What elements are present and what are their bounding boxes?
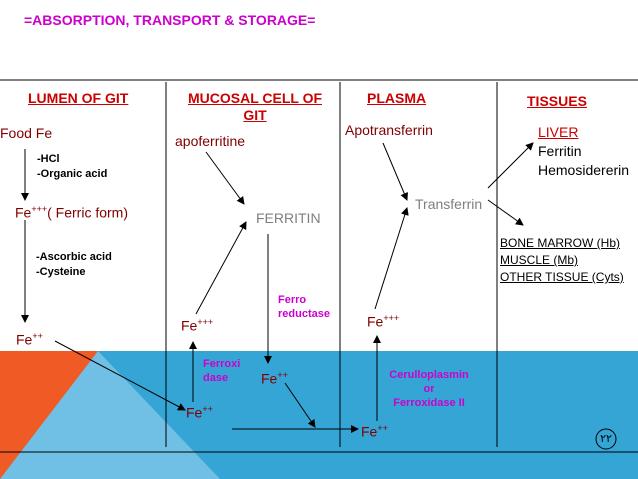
- plasma-fe2-sup: ++: [377, 423, 388, 433]
- ferro-reductase-label: Ferro reductase: [278, 293, 330, 321]
- mucosal-fe2a-base: Fe: [261, 370, 278, 387]
- arrow-lumen-fe2-to-mucosal-fe2: [54, 340, 186, 411]
- other-tissue-label: OTHER TISSUE (Cyts): [500, 270, 624, 284]
- mucosal-fe2b-sup: ++: [202, 404, 213, 414]
- column-header-mucosal-line2: GIT: [243, 107, 267, 123]
- mucosal-fe3-label: Fe+++: [181, 317, 213, 334]
- lumen-fe2-sup: ++: [32, 331, 43, 341]
- ferroxidase-label: Ferroxi dase: [203, 357, 240, 385]
- column-header-tissues: TISSUES: [527, 93, 587, 109]
- plasma-fe3-sup: +++: [383, 313, 400, 323]
- mucosal-fe2-upper-label: Fe++: [261, 370, 288, 387]
- lumen-fe3-sup: +++: [31, 204, 48, 214]
- cysteine-label: -Cysteine: [36, 266, 86, 278]
- lumen-acids-list: -HCl -Organic acid: [37, 152, 107, 182]
- column-header-lumen: LUMEN OF GIT: [28, 90, 129, 106]
- arrow-transferrin-to-tissues: [487, 199, 524, 226]
- ferroxidase-line1: Ferroxi: [203, 358, 241, 370]
- ceruloplasmin-label: Cerulloplasmin or Ferroxidase II: [383, 368, 475, 410]
- lumen-fe3-base: Fe: [15, 204, 32, 221]
- bone-marrow-label: BONE MARROW (Hb): [500, 236, 620, 250]
- column-header-mucosal: MUCOSAL CELL OF GIT: [176, 90, 334, 124]
- column-header-mucosal-line1: MUCOSAL CELL OF: [187, 90, 323, 106]
- ceruloplasmin-line3: Ferroxidase II: [393, 397, 465, 409]
- plasma-fe2-base: Fe: [361, 423, 378, 440]
- arrow-transferrin-to-liver: [487, 142, 534, 189]
- arrow-fe3-to-ferritin: [195, 221, 247, 315]
- mucosal-fe2a-sup: ++: [277, 370, 288, 380]
- arrow-fe3-to-transferrin: [374, 207, 409, 310]
- ascorbic-acid-label: -Ascorbic acid: [36, 251, 112, 263]
- slide-title: =ABSORPTION, TRANSPORT & STORAGE=: [24, 12, 316, 28]
- column-header-plasma: PLASMA: [367, 90, 427, 106]
- apoferritine-label: apoferritine: [175, 133, 246, 149]
- mucosal-fe3-base: Fe: [181, 317, 198, 334]
- ferro-reductase-line1: Ferro: [278, 294, 307, 306]
- mucosal-fe2b-base: Fe: [186, 404, 203, 421]
- mucosal-fe3-sup: +++: [197, 317, 214, 327]
- arrow-apoferritine-to-ferritin: [205, 151, 245, 205]
- liver-ferritin-label: Ferritin: [538, 143, 582, 159]
- page-number-circle: [595, 428, 617, 450]
- food-fe-label: Food Fe: [0, 125, 53, 141]
- arrow-fe2-to-plasma: [284, 382, 316, 428]
- lumen-reducers-list: -Ascorbic acid -Cysteine: [36, 250, 112, 280]
- lumen-fe2-base: Fe: [16, 331, 33, 348]
- plasma-fe2-label: Fe++: [361, 423, 388, 440]
- muscle-label: MUSCLE (Mb): [500, 253, 579, 267]
- ferroxidase-line2: dase: [203, 372, 229, 384]
- apotransferrin-label: Apotransferrin: [345, 122, 433, 138]
- page-number: ٢٢: [600, 433, 612, 445]
- plasma-fe3-base: Fe: [367, 313, 384, 330]
- plasma-fe3-label: Fe+++: [367, 313, 399, 330]
- liver-label: LIVER: [538, 124, 579, 140]
- transferrin-label: Transferrin: [415, 196, 483, 212]
- arrow-apotransferrin-to-transferrin: [382, 142, 408, 201]
- ceruloplasmin-line1: Cerulloplasmin: [389, 369, 469, 381]
- ferric-form-label: ( Ferric form): [47, 204, 129, 221]
- organic-acid-label: -Organic acid: [37, 168, 108, 180]
- ceruloplasmin-line2: or: [423, 383, 435, 395]
- mucosal-fe2-lower-label: Fe++: [186, 404, 213, 421]
- ferritin-label: FERRITIN: [256, 210, 321, 226]
- hcl-label: -HCl: [37, 153, 60, 165]
- lumen-ferrous-label: Fe++: [16, 331, 43, 348]
- lumen-ferric-label: Fe+++( Ferric form): [15, 204, 128, 221]
- orange-triangle: [0, 351, 98, 479]
- hemosiderin-label: Hemosidererin: [538, 162, 630, 178]
- ferro-reductase-line2: reductase: [278, 308, 330, 320]
